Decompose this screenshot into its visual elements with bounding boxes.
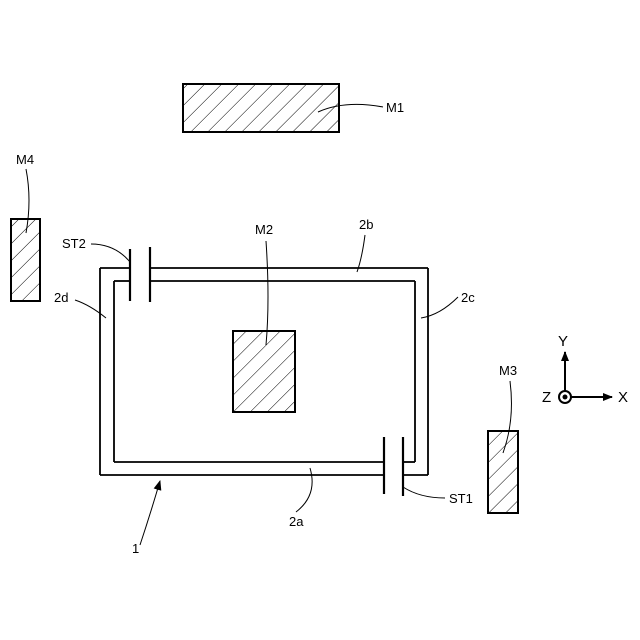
label-m2: M2 (255, 222, 273, 237)
magnet-m1 (183, 84, 339, 132)
axis-label-x: X (618, 389, 628, 406)
label-st1: ST1 (449, 491, 473, 506)
leader-2c (421, 297, 458, 318)
axis-label-z: Z (542, 389, 551, 406)
label-st2: ST2 (62, 236, 86, 251)
label-m4: M4 (16, 152, 34, 167)
magnet-m2 (233, 331, 295, 412)
axes-indicator: Y X Z (542, 333, 628, 406)
magnet-m3 (488, 431, 518, 513)
leader-st2 (91, 244, 130, 262)
label-2b: 2b (359, 217, 373, 232)
label-m1: M1 (386, 100, 404, 115)
label-m3: M3 (499, 363, 517, 378)
label-2d: 2d (54, 290, 68, 305)
label-1: 1 (132, 541, 139, 556)
plate-st2 (130, 247, 150, 302)
label-2a: 2a (289, 514, 304, 529)
plate-st1 (384, 437, 403, 496)
z-axis-dot (563, 395, 568, 400)
magnet-m4 (11, 219, 40, 301)
leader-m2 (266, 241, 268, 345)
leader-2b (357, 235, 365, 272)
leader-2d (75, 300, 106, 318)
leader-1 (140, 481, 160, 545)
axis-label-y: Y (558, 333, 568, 350)
leader-st1 (403, 487, 445, 498)
label-2c: 2c (461, 290, 475, 305)
